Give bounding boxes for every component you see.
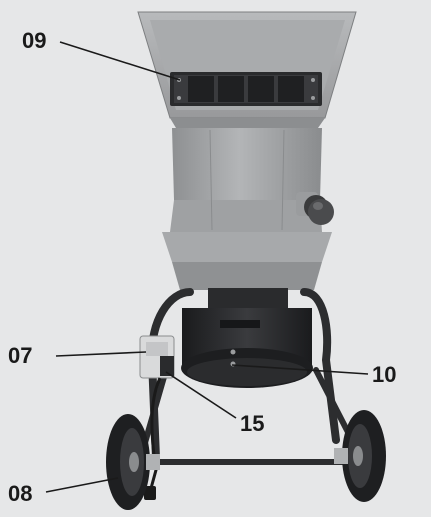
wheel-right: [342, 410, 386, 502]
wheel-left: [106, 414, 150, 510]
callout-09: 09: [22, 28, 47, 53]
callout-08: 08: [8, 481, 33, 506]
axle-clamp-right: [334, 448, 348, 464]
motor: [181, 288, 313, 388]
switch-box: [139, 335, 175, 379]
hopper: [137, 11, 357, 128]
axle-clamp-left: [146, 454, 160, 470]
callout-10: 10: [372, 362, 397, 387]
adjustment-knob: [296, 192, 334, 225]
callout-07: 07: [8, 343, 33, 368]
leader-07: [55, 351, 147, 357]
leader-08: [45, 477, 119, 493]
housing: [162, 128, 332, 290]
power-plug: [144, 486, 156, 500]
callout-15: 15: [240, 411, 265, 436]
leader-lines: [45, 41, 369, 493]
feed-grate: [170, 72, 322, 106]
leader-10: [231, 364, 369, 375]
leader-15: [165, 371, 237, 419]
leader-09: [59, 41, 181, 81]
